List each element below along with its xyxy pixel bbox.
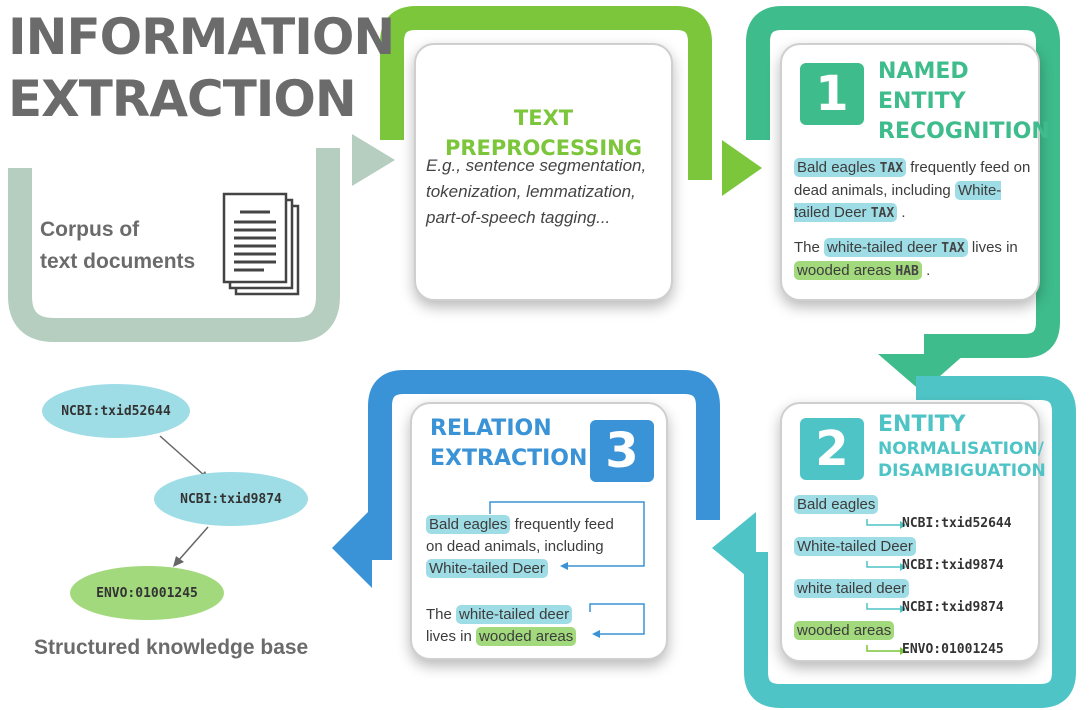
entity-highlight: white tailed deer (794, 579, 910, 598)
mapping-arrow (866, 558, 906, 571)
normalisation-title-line-1: ENTITY (878, 412, 966, 437)
mapping-arrow (866, 642, 906, 655)
ner-example-1: Bald eagles TAX frequently feed on dead … (794, 157, 1034, 225)
normalisation-flow-band (744, 376, 1076, 708)
preprocessing-title: TEXT PREPROCESSING (444, 106, 642, 160)
example-text: frequently feed on dead animals, includi… (794, 159, 1031, 199)
ner-title-line-2: RECOGNITION (878, 119, 1050, 144)
corpus-flow-arrowhead (352, 134, 395, 186)
normalised-id: NCBI:txid9874 (902, 558, 1004, 573)
mapping-arrow-icon (866, 645, 906, 655)
ner-example-2: The white-tailed deer TAX lives in woode… (794, 237, 1034, 283)
mapping-arrow (866, 600, 906, 613)
preprocessing-description: E.g., sentence segmentation, tokenizatio… (426, 156, 647, 227)
entity-tag-tax: TAX (879, 161, 904, 176)
mapping-arrow (866, 516, 906, 529)
title-line-2: EXTRACTION (8, 70, 357, 128)
normalisation-title-line-3: DISAMBIGUATION (878, 461, 1046, 481)
title-line-1: INFORMATION (8, 8, 395, 66)
kb-node: NCBI:txid52644 (42, 384, 190, 438)
page-title: INFORMATION EXTRACTION (8, 6, 395, 130)
normalised-id: ENVO:01001245 (902, 642, 1004, 657)
relation-arrows (489, 501, 645, 638)
kb-edge-1 (159, 435, 206, 477)
normalisation-item: wooded areas (794, 620, 895, 642)
entity-highlight: White-tailed Deer (426, 559, 548, 578)
normalisation-item: White-tailed Deer (794, 536, 916, 558)
example-text: frequently feed (514, 516, 614, 533)
relation-flow-band (360, 370, 720, 560)
entity-highlight: Bald eagles (426, 515, 511, 534)
preprocessing-flow-arrowhead (722, 140, 762, 196)
knowledge-base-label: Structured knowledge base (34, 636, 309, 659)
mapping-arrow-icon (866, 561, 906, 571)
relation-title-line-2: EXTRACTION (430, 446, 588, 471)
normalised-id: NCBI:txid52644 (902, 516, 1012, 531)
relation-title: RELATION EXTRACTION (430, 414, 587, 474)
example-text: lives in (971, 239, 1018, 256)
entity-tag-hab: HAB (895, 264, 919, 279)
kb-node: ENVO:01001245 (70, 566, 224, 620)
corpus-label-line-2: text documents (40, 250, 196, 273)
kb-edge-2 (177, 526, 209, 562)
preprocessing-card: TEXT PREPROCESSING E.g., sentence segmen… (414, 43, 673, 301)
habitat-highlight: wooded areas (476, 627, 577, 646)
example-text: . (926, 262, 931, 279)
relation-step-number: 3 (590, 420, 654, 482)
corpus-label: Corpus of text documents (40, 214, 195, 278)
entity-tag-tax: TAX (941, 241, 965, 256)
mapping-arrow-icon (866, 603, 906, 613)
normalised-id: NCBI:txid9874 (902, 600, 1004, 615)
normalisation-item: white tailed deer (794, 578, 910, 600)
entity-tag-tax: TAX (870, 206, 895, 221)
entity-highlight: White-tailed Deer (794, 537, 916, 556)
normalisation-item: Bald eagles (794, 494, 879, 516)
normalisation-flow-arrowhead (712, 512, 756, 584)
normalisation-title: ENTITY NORMALISATION/ DISAMBIGUATION (878, 412, 1046, 482)
example-text: The (794, 239, 820, 256)
entity-highlight: white-tailed deer TAX (824, 238, 968, 257)
relation-flow-arrowhead (332, 508, 372, 588)
normalisation-title-line-2: NORMALISATION/ (878, 439, 1044, 459)
ner-step-number: 1 (800, 63, 864, 125)
entity-text: Bald eagles (797, 159, 876, 176)
documents-icon (222, 192, 300, 296)
relation-example-2: The white-tailed deer lives in wooded ar… (426, 604, 662, 648)
relation-card: RELATION EXTRACTION 3 Bald eagles freque… (410, 402, 668, 660)
example-text: on dead animals, including (426, 538, 604, 555)
entity-text: white-tailed deer (827, 239, 938, 256)
ner-title: NAMED ENTITY RECOGNITION (878, 57, 1050, 147)
normalisation-card: 2 ENTITY NORMALISATION/ DISAMBIGUATION B… (780, 402, 1046, 662)
ner-title-line-1: NAMED ENTITY (878, 59, 969, 114)
ner-card: 1 NAMED ENTITY RECOGNITION Bald eagles T… (780, 43, 1050, 301)
relation-example-1: Bald eagles frequently feed on dead anim… (426, 514, 662, 580)
ner-flow-band (746, 5, 1060, 358)
entity-text: wooded areas (797, 262, 892, 279)
entity-highlight: Bald eagles (794, 495, 879, 514)
habitat-highlight: wooded areas HAB (794, 261, 922, 280)
example-text: The (426, 606, 452, 623)
kb-node: NCBI:txid9874 (154, 472, 308, 526)
entity-text: White-tailed Deer (794, 182, 1002, 221)
entity-highlight: Bald eagles TAX (794, 158, 907, 177)
example-text: lives in (426, 628, 472, 645)
corpus-label-line-1: Corpus of (40, 218, 140, 241)
example-text: . (901, 204, 906, 221)
normalisation-step-number: 2 (800, 418, 864, 480)
entity-highlight: white-tailed deer (456, 605, 573, 624)
habitat-highlight: wooded areas (794, 621, 895, 640)
kb-edge-2-arrowhead (173, 556, 184, 567)
relation-title-line-1: RELATION (430, 416, 552, 441)
mapping-arrow-icon (866, 519, 906, 529)
ner-flow-arrowhead (878, 354, 965, 392)
corpus-flow-band (8, 148, 340, 342)
preprocessing-flow-band (380, 5, 712, 180)
